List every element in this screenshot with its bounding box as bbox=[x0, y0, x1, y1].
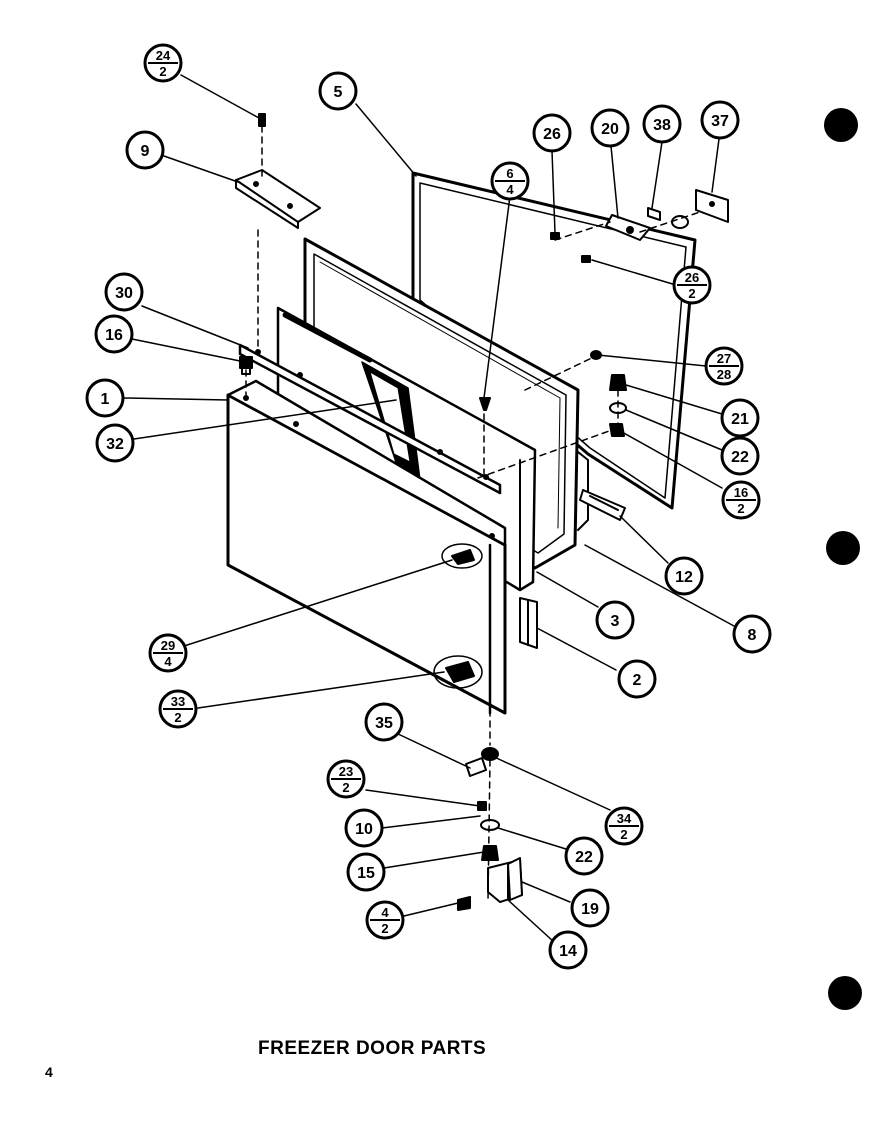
callout-num: 23 bbox=[339, 764, 353, 779]
callout-c30: 30 bbox=[104, 272, 144, 312]
alignment-lines bbox=[245, 125, 701, 901]
callout-label: 3 bbox=[611, 613, 620, 630]
callout-label: 22 bbox=[575, 849, 593, 866]
callout-num: 33 bbox=[171, 694, 185, 709]
callout-label: 30 bbox=[115, 285, 133, 302]
callout-den: 4 bbox=[506, 182, 514, 197]
callout-c24: 242 bbox=[143, 43, 183, 83]
callout-num: 16 bbox=[734, 485, 748, 500]
binder-hole-middle bbox=[826, 531, 860, 565]
callout-c23: 232 bbox=[326, 759, 366, 799]
callout-label: 1 bbox=[101, 391, 110, 408]
binder-hole-top bbox=[824, 108, 858, 142]
part-2-bottom-trim bbox=[519, 597, 538, 649]
part-12-hinge-rail bbox=[579, 489, 626, 521]
callout-label: 38 bbox=[653, 117, 671, 134]
callout-c12: 12 bbox=[664, 556, 704, 596]
callout-num: 27 bbox=[717, 351, 731, 366]
callout-den: 28 bbox=[717, 367, 731, 382]
callout-num: 26 bbox=[685, 270, 699, 285]
callout-label: 35 bbox=[375, 715, 393, 732]
callout-num: 24 bbox=[156, 48, 171, 63]
callout-label: 12 bbox=[675, 569, 693, 586]
callout-c22a: 22 bbox=[720, 436, 760, 476]
callout-den: 2 bbox=[688, 286, 695, 301]
callout-den: 2 bbox=[159, 64, 166, 79]
callout-c26a: 26 bbox=[532, 113, 572, 153]
callout-num: 29 bbox=[161, 638, 175, 653]
callout-label: 32 bbox=[106, 436, 124, 453]
callout-c22b: 22 bbox=[564, 836, 604, 876]
callout-c29: 294 bbox=[148, 633, 188, 673]
leader-lines bbox=[123, 74, 735, 943]
callout-c38: 38 bbox=[642, 104, 682, 144]
callout-label: 22 bbox=[731, 449, 749, 466]
callout-c35: 35 bbox=[364, 702, 404, 742]
callout-c19: 19 bbox=[570, 888, 610, 928]
part-9-hinge-cover bbox=[235, 169, 321, 229]
bottom-hinge-assembly bbox=[457, 747, 523, 911]
callout-den: 4 bbox=[164, 654, 172, 669]
callout-den: 2 bbox=[620, 827, 627, 842]
callout-c1: 1 bbox=[85, 378, 125, 418]
callout-c34: 342 bbox=[604, 806, 644, 846]
part-24-screw bbox=[258, 113, 266, 127]
callout-label: 2 bbox=[633, 672, 642, 689]
callout-label: 20 bbox=[601, 121, 619, 138]
top-hinge-assembly bbox=[550, 189, 729, 263]
diagram-title: FREEZER DOOR PARTS bbox=[258, 1038, 487, 1059]
callout-c8: 8 bbox=[732, 614, 772, 654]
callout-c16a: 16 bbox=[94, 314, 134, 354]
callout-c9: 9 bbox=[125, 130, 165, 170]
callout-c15: 15 bbox=[346, 852, 386, 892]
callout-c5: 5 bbox=[318, 71, 358, 111]
callout-label: 37 bbox=[711, 113, 729, 130]
callout-c26b: 262 bbox=[672, 265, 712, 305]
callout-den: 2 bbox=[342, 780, 349, 795]
callout-label: 16 bbox=[105, 327, 123, 344]
page-number: 4 bbox=[45, 1064, 53, 1080]
callout-c33: 332 bbox=[158, 689, 198, 729]
callout-c10: 10 bbox=[344, 808, 384, 848]
callout-num: 6 bbox=[506, 166, 513, 181]
callout-label: 14 bbox=[559, 943, 577, 960]
callout-c3: 3 bbox=[595, 600, 635, 640]
callout-num: 34 bbox=[617, 811, 632, 826]
callout-c14: 14 bbox=[548, 930, 588, 970]
callout-den: 2 bbox=[174, 710, 181, 725]
callout-den: 2 bbox=[737, 501, 744, 516]
callout-num: 4 bbox=[381, 905, 389, 920]
callout-label: 5 bbox=[334, 84, 343, 101]
part-30-top-trim bbox=[238, 343, 502, 495]
callout-label: 26 bbox=[543, 126, 561, 143]
callout-c2: 2 bbox=[617, 659, 657, 699]
binder-hole-bottom bbox=[828, 976, 862, 1010]
callout-label: 21 bbox=[731, 411, 749, 428]
part-6-screw bbox=[479, 397, 491, 411]
right-hardware bbox=[590, 350, 627, 437]
callout-c16b: 162 bbox=[721, 480, 761, 520]
callout-c32: 32 bbox=[95, 423, 135, 463]
callout-label: 15 bbox=[357, 865, 375, 882]
callout-label: 9 bbox=[141, 143, 150, 160]
callout-c21: 21 bbox=[720, 398, 760, 438]
callout-c6: 64 bbox=[490, 161, 530, 201]
callout-c4: 42 bbox=[365, 900, 405, 940]
callout-label: 8 bbox=[748, 627, 757, 644]
callout-c20: 20 bbox=[590, 108, 630, 148]
callout-label: 10 bbox=[355, 821, 373, 838]
callout-c37: 37 bbox=[700, 100, 740, 140]
callout-label: 19 bbox=[581, 901, 599, 918]
callout-den: 2 bbox=[381, 921, 388, 936]
